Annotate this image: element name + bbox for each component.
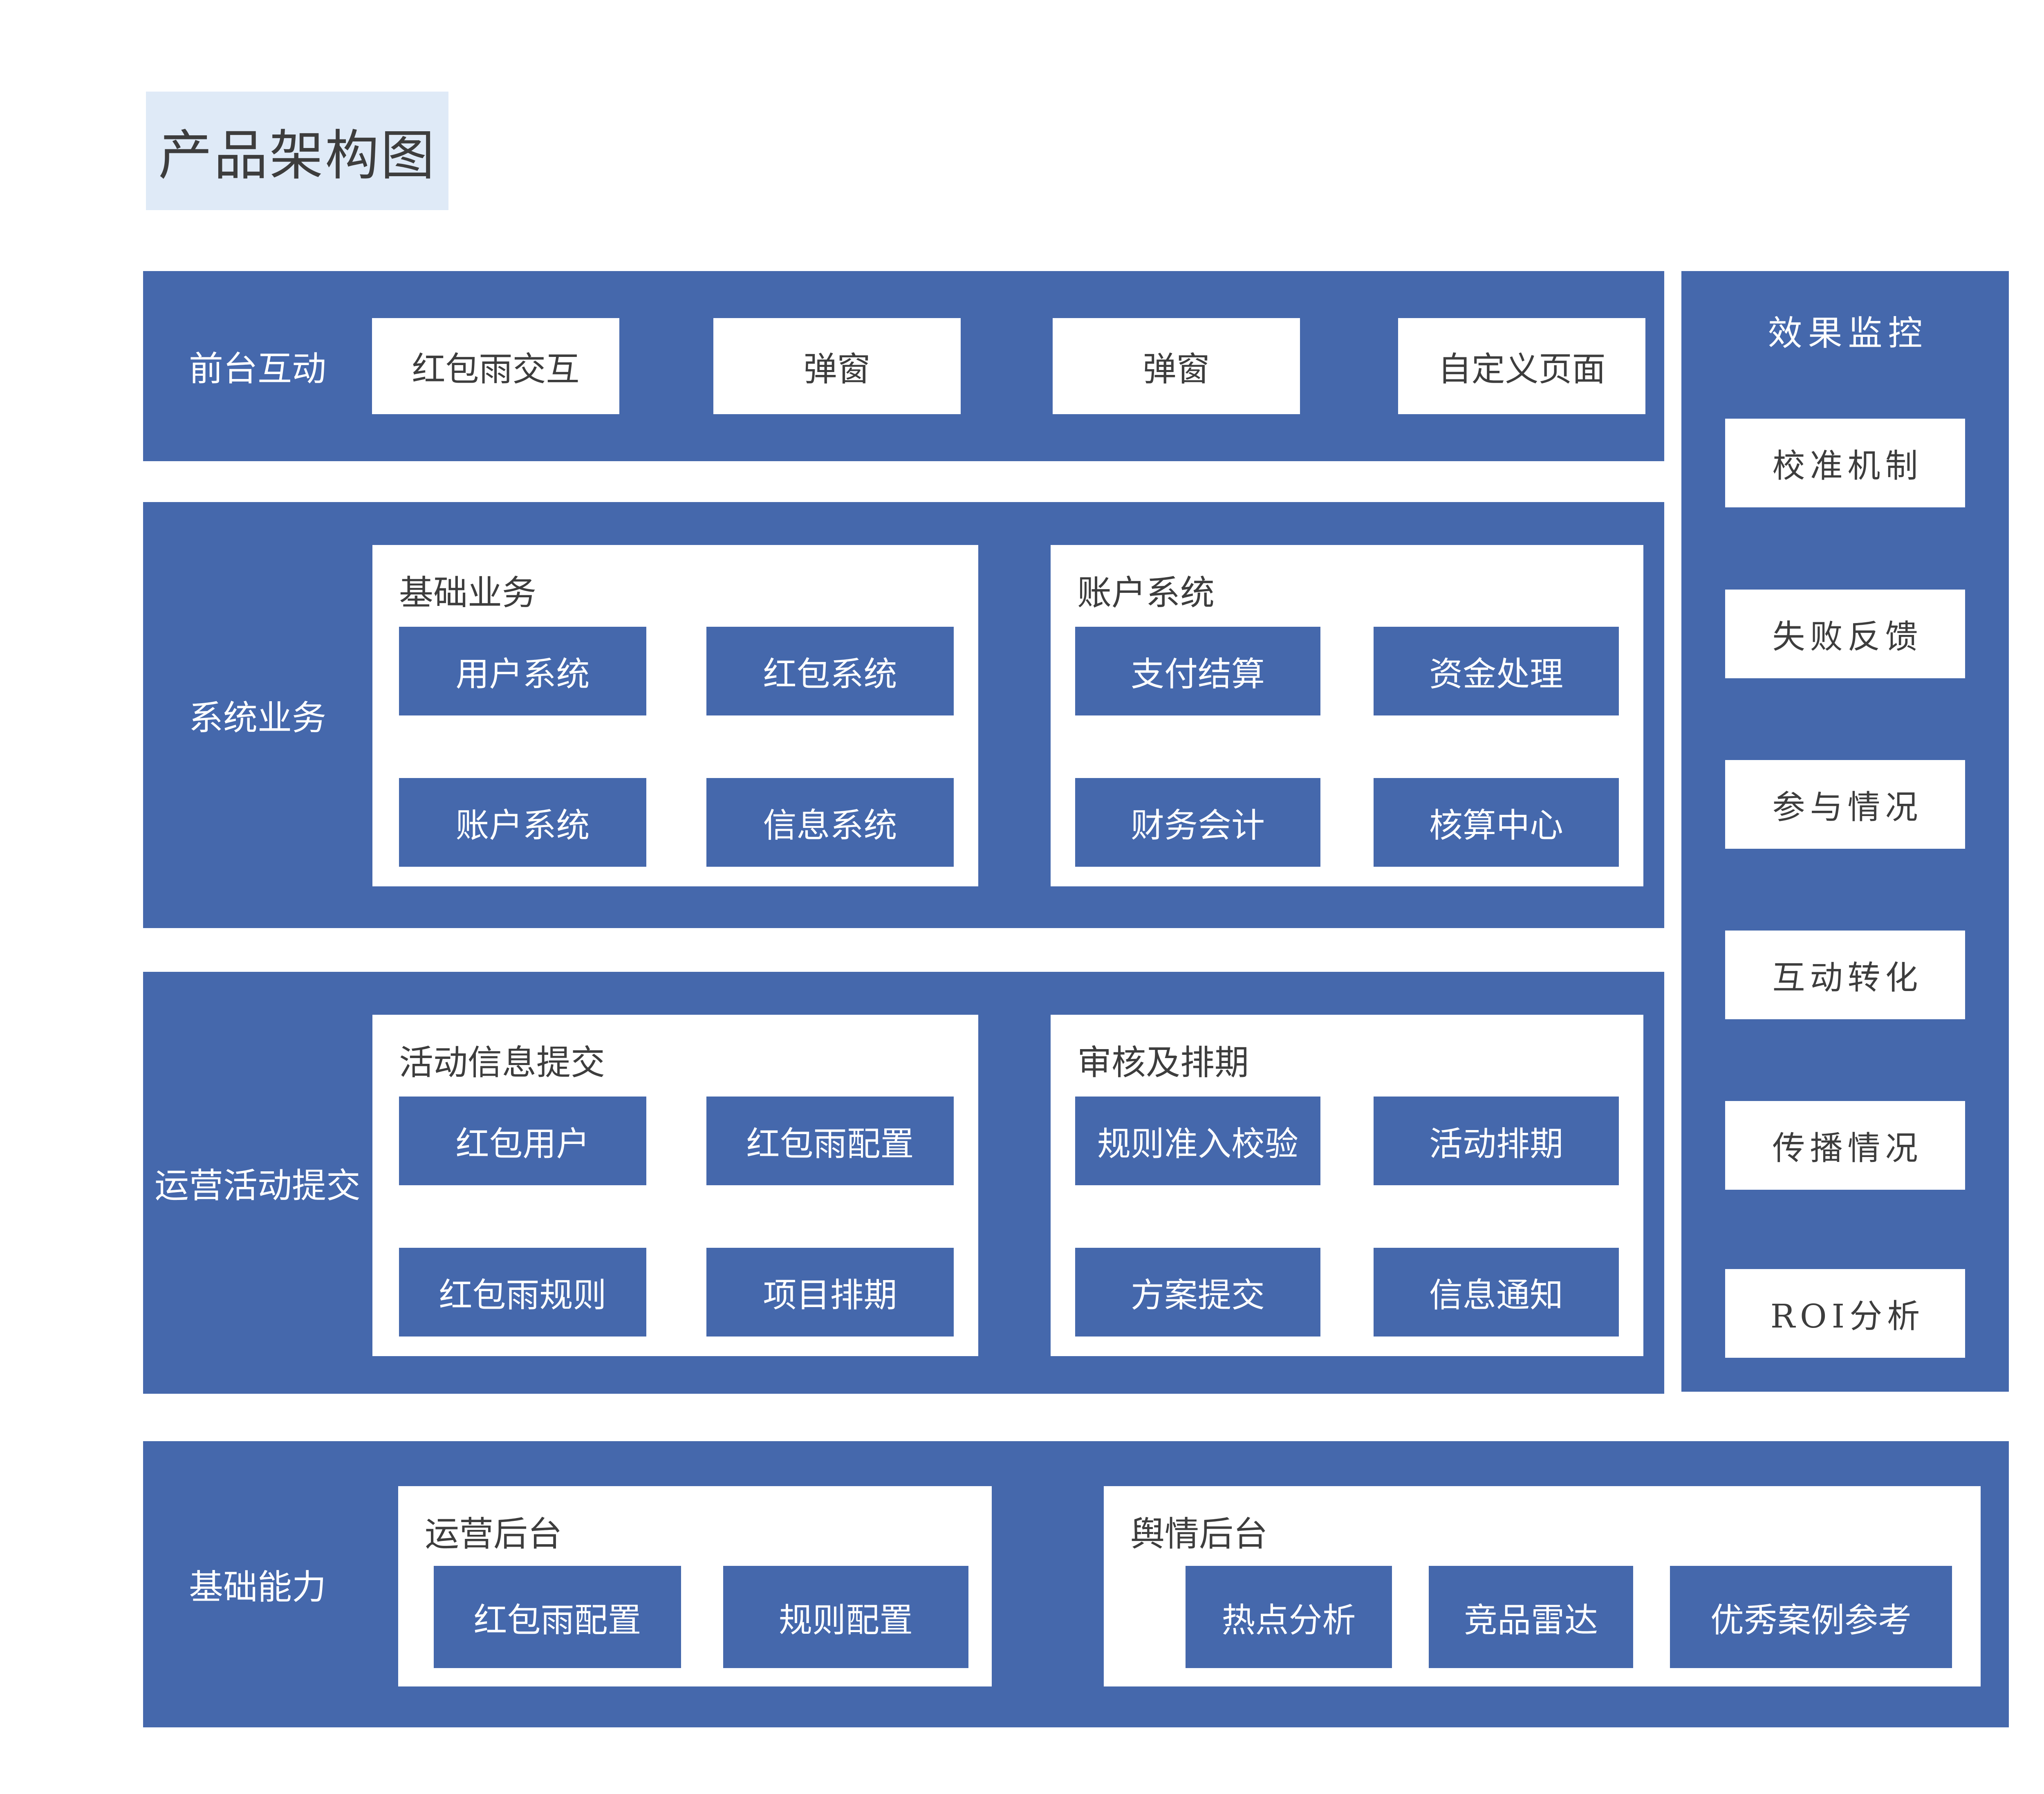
node-rule-config: 规则配置 [723,1566,968,1668]
node-plan-submission: 方案提交 [1075,1248,1320,1337]
node-popup-1: 弹窗 [713,318,961,414]
band-operation: 运营活动提交 活动信息提交 红包用户 红包雨配置 红包雨规则 项目排期 审核及排… [143,972,1664,1394]
node-info-system: 信息系统 [706,778,954,867]
panel-operation-backend: 运营后台 红包雨配置 规则配置 [398,1486,992,1686]
panel-title: 审核及排期 [1077,1043,1249,1083]
panel-title: 账户系统 [1077,573,1215,613]
node-redpacket-system: 红包系统 [706,627,954,715]
node-project-schedule: 项目排期 [706,1248,954,1337]
panel-title: 活动信息提交 [399,1043,605,1083]
node-financial-accounting: 财务会计 [1075,778,1320,867]
node-calibration-mechanism: 校准机制 [1725,419,1965,507]
panel-activity-info-submission: 活动信息提交 红包用户 红包雨配置 红包雨规则 项目排期 [372,1015,978,1356]
node-redpacket-rain-config: 红包雨配置 [706,1097,954,1185]
node-fund-processing: 资金处理 [1374,627,1619,715]
node-failure-feedback: 失败反馈 [1725,590,1965,678]
node-popup-2: 弹窗 [1053,318,1300,414]
panel-sentiment-backend: 舆情后台 热点分析 竞品雷达 优秀案例参考 [1104,1486,1981,1686]
node-redpacket-rain-config-2: 红包雨配置 [434,1566,681,1668]
band-system-label: 系统业务 [188,697,326,738]
node-redpacket-user: 红包用户 [399,1097,646,1185]
node-user-system: 用户系统 [399,627,646,715]
sidebar-effect-monitoring: 效果监控 校准机制 失败反馈 参与情况 互动转化 传播情况 ROI分析 [1681,271,2009,1392]
panel-review-and-scheduling: 审核及排期 规则准入校验 活动排期 方案提交 信息通知 [1051,1015,1643,1356]
node-hotspot-analysis: 热点分析 [1186,1566,1392,1668]
node-spread-status: 传播情况 [1725,1101,1965,1190]
band-operation-label: 运营活动提交 [154,1165,361,1206]
page-title-highlight: 产品架构图 [146,92,448,210]
node-rule-admission-check: 规则准入校验 [1075,1097,1320,1185]
node-custom-page: 自定义页面 [1398,318,1645,414]
panel-title: 基础业务 [399,573,537,613]
sidebar-title: 效果监控 [1768,313,1928,353]
band-foundation: 基础能力 运营后台 红包雨配置 规则配置 舆情后台 热点分析 竞品雷达 优秀案例… [143,1441,2009,1727]
node-roi-analysis: ROI分析 [1725,1269,1965,1358]
node-redpacket-rain-interaction: 红包雨交互 [372,318,619,414]
band-frontend: 前台互动 红包雨交互 弹窗 弹窗 自定义页面 [143,271,1664,461]
node-participation-status: 参与情况 [1725,760,1965,849]
band-frontend-label: 前台互动 [188,349,326,389]
node-accounting-center: 核算中心 [1374,778,1619,867]
node-info-notification: 信息通知 [1374,1248,1619,1337]
node-activity-schedule: 活动排期 [1374,1097,1619,1185]
node-interaction-conversion: 互动转化 [1725,931,1965,1019]
page-title: 产品架构图 [158,124,436,187]
panel-title: 运营后台 [425,1514,563,1554]
node-competitor-radar: 竞品雷达 [1429,1566,1633,1668]
panel-basic-business: 基础业务 用户系统 红包系统 账户系统 信息系统 [372,545,978,886]
band-foundation-label: 基础能力 [188,1567,326,1607]
node-redpacket-rain-rules: 红包雨规则 [399,1248,646,1337]
node-account-system: 账户系统 [399,778,646,867]
panel-title: 舆情后台 [1130,1514,1268,1554]
panel-account-system: 账户系统 支付结算 资金处理 财务会计 核算中心 [1051,545,1643,886]
band-system: 系统业务 基础业务 用户系统 红包系统 账户系统 信息系统 账户系统 支付结算 … [143,502,1664,928]
node-excellent-case-reference: 优秀案例参考 [1670,1566,1952,1668]
node-payment-settlement: 支付结算 [1075,627,1320,715]
